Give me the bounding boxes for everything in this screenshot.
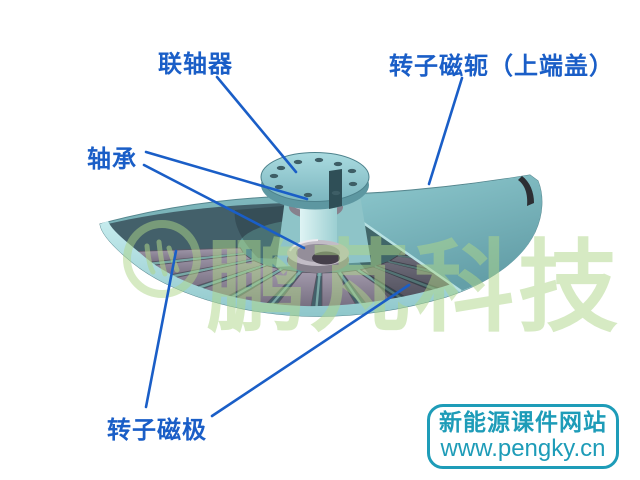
pole-divider-rib [314, 272, 321, 312]
dish-rim [100, 221, 535, 317]
site-name: 新能源课件网站 [439, 409, 607, 435]
leader-line-pole-left [144, 249, 178, 409]
flange-cut-slot [329, 169, 342, 209]
pole-divider-rib [338, 271, 366, 311]
hub-assembly [260, 152, 371, 273]
lower-bearing [287, 239, 349, 273]
label-coupling: 联轴器 [158, 51, 233, 78]
leader-line-bearing-upper [144, 150, 309, 201]
rim-end-notch [518, 176, 534, 206]
rotor-yoke-cover [332, 175, 542, 291]
label-bearing: 轴承 [87, 146, 137, 173]
site-url: www.pengky.cn [440, 435, 606, 462]
leader-line-bearing-lower [142, 163, 306, 250]
pole-divider-rib [266, 271, 301, 310]
cover-cut-edge [351, 213, 462, 293]
label-rotor-yoke: 转子磁轭（上端盖） [389, 53, 614, 80]
label-rotor-pole: 转子磁极 [107, 417, 207, 444]
website-badge: 新能源课件网站 www.pengky.cn [427, 404, 619, 469]
leader-line-rotor-yoke [427, 76, 464, 186]
leader-line-coupling [215, 75, 298, 174]
leader-line-pole-right [210, 283, 411, 418]
flange-bolt-holes [269, 157, 358, 198]
coupling-flange [260, 152, 370, 210]
